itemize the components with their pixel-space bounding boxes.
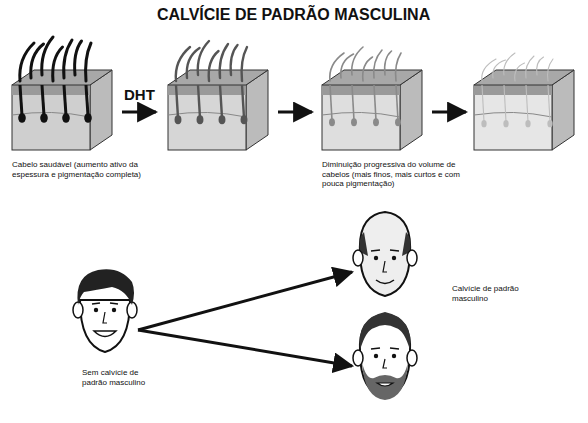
hair-root [504, 85, 506, 122]
hair-root [42, 85, 44, 116]
hair-follicle [197, 115, 204, 124]
hair-strand [363, 57, 373, 81]
stage-arrow [432, 111, 466, 114]
hair-follicle [373, 118, 379, 126]
hair-follicle [241, 115, 248, 124]
hormone-label: DHT [124, 86, 155, 103]
diagram-title: CALVÍCIE DE PADRÃO MASCULINA [157, 6, 430, 24]
hair-root [64, 85, 66, 116]
stage-caption: Diminuição progressiva do volume de cabe… [322, 160, 472, 189]
hair-follicle [525, 120, 530, 127]
hair-follicle [351, 118, 357, 126]
hair-strand [53, 47, 63, 81]
hair-follicle [219, 115, 226, 124]
hair-strand [396, 53, 401, 81]
hair-root [242, 85, 244, 118]
skin-layer [322, 112, 400, 117]
hair-follicle [62, 113, 70, 123]
hair-root [526, 85, 528, 122]
hair-strand [231, 45, 238, 75]
hair-root [20, 85, 22, 116]
outcome-arrow [138, 272, 352, 330]
hair-strand [504, 53, 515, 75]
skin-front [12, 85, 90, 150]
hair-strand [86, 43, 91, 81]
hair-follicle [547, 120, 552, 127]
hair-root [374, 85, 376, 120]
bald-face [353, 212, 417, 296]
hair-strand [374, 50, 382, 78]
hair-follicle [395, 118, 401, 126]
stage-caption: Cabelo saudável (aumento ativo da espess… [12, 160, 152, 179]
hair-strand [515, 63, 525, 81]
hair-root [220, 85, 222, 118]
hair-strand [526, 56, 534, 78]
skin-front [474, 85, 552, 150]
hair-strand [198, 41, 209, 75]
hair-root [330, 85, 332, 120]
hair-strand [220, 44, 228, 78]
hair-strand [209, 51, 219, 81]
skin-top [12, 70, 112, 85]
skin-layer [474, 112, 552, 117]
face-with-hair [73, 269, 137, 352]
outcome-arrow [138, 330, 352, 366]
hair-strand [242, 47, 247, 81]
skin-top [168, 70, 268, 85]
bearded-face [353, 312, 417, 400]
hair-root [86, 85, 88, 116]
hair-follicle [329, 118, 335, 126]
skin-top [322, 70, 422, 85]
hair-root [176, 85, 178, 118]
stage-arrow [278, 111, 312, 114]
skin-front [322, 85, 400, 150]
hair-strand [548, 59, 553, 81]
hair-root [548, 85, 550, 122]
hair-follicle [84, 113, 92, 123]
hair-follicle [175, 115, 182, 124]
hair-follicle [40, 113, 48, 123]
hair-root [198, 85, 200, 118]
hair-strand [64, 40, 72, 78]
hair-strand [75, 41, 82, 75]
hair-follicle [481, 120, 486, 127]
stage-arrow [122, 111, 156, 114]
hair-strand [385, 51, 392, 75]
hair-follicle [18, 113, 26, 123]
skin-top [474, 70, 574, 85]
hair-root [352, 85, 354, 120]
hair-strand [537, 57, 544, 75]
skin-layer [474, 85, 552, 95]
hair-follicle [503, 120, 508, 127]
hair-strand [352, 47, 363, 75]
hair-root [396, 85, 398, 120]
skin-layer [322, 85, 400, 95]
skin-front [168, 85, 246, 150]
hair-strand [42, 37, 53, 75]
face-caption: Calvície de padrão masculino [452, 284, 522, 303]
hair-root [482, 85, 484, 122]
skin-blocks [12, 37, 574, 150]
skin-layer [12, 85, 90, 95]
face-caption: Sem calvície de padrão masculino [82, 368, 162, 387]
skin-layer [168, 85, 246, 95]
